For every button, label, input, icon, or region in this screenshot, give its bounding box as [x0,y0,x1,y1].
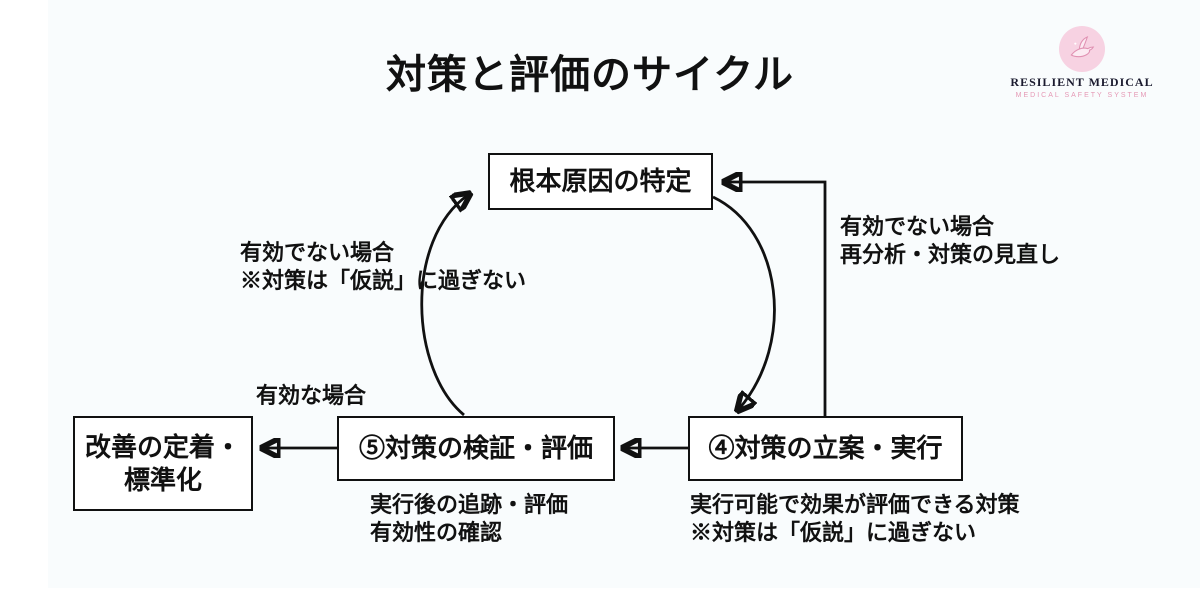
page-title: 対策と評価のサイクル [386,53,794,97]
node-plan-execute: ④対策の立案・実行 [688,416,963,481]
node-root-cause-label: 根本原因の特定 [509,166,692,197]
note-effective-case-label: 有効な場合 [256,383,367,408]
dove-icon [1059,26,1105,72]
node-verify-evaluate-label: ⑤対策の検証・評価 [358,433,593,464]
node-standardize: 改善の定着・ 標準化 [73,416,253,511]
note-plan-detail-line1: 実行可能で効果が評価できる対策 [690,492,1020,517]
node-verify-evaluate: ⑤対策の検証・評価 [337,416,615,481]
node-root-cause: 根本原因の特定 [488,153,713,210]
note-effective-case: 有効な場合 [256,382,366,410]
resilient-medical-logo: RESILIENT MEDICAL MEDICAL SAFETY SYSTEM [1007,26,1157,99]
note-verify-detail: 実行後の追跡・評価 有効性の確認 [370,491,568,547]
logo-tagline: MEDICAL SAFETY SYSTEM [1015,92,1149,99]
feedback-line-plan-to-root [726,182,827,416]
note-not-effective-left: 有効でない場合 ※対策は「仮説」に過ぎない [240,239,526,295]
note-verify-detail-line1: 実行後の追跡・評価 [370,492,569,517]
note-verify-detail-line2: 有効性の確認 [370,520,503,545]
arc-root-to-plan [712,195,776,409]
node-plan-execute-label: ④対策の立案・実行 [708,433,943,464]
note-not-effective-left-line1: 有効でない場合 [240,240,395,265]
note-not-effective-right: 有効でない場合 再分析・対策の見直し [840,213,1060,269]
note-plan-detail: 実行可能で効果が評価できる対策 ※対策は「仮説」に過ぎない [690,491,1020,547]
node-standardize-line2: 標準化 [123,464,202,495]
note-plan-detail-line2: ※対策は「仮説」に過ぎない [690,520,977,545]
note-not-effective-left-line2: ※対策は「仮説」に過ぎない [240,268,527,293]
note-not-effective-right-line2: 再分析・対策の見直し [840,242,1061,267]
note-not-effective-right-line1: 有効でない場合 [840,214,995,239]
node-standardize-line1: 改善の定着・ [84,432,241,462]
logo-name: RESILIENT MEDICAL [1010,75,1154,89]
arc-verify-to-root [420,195,468,417]
